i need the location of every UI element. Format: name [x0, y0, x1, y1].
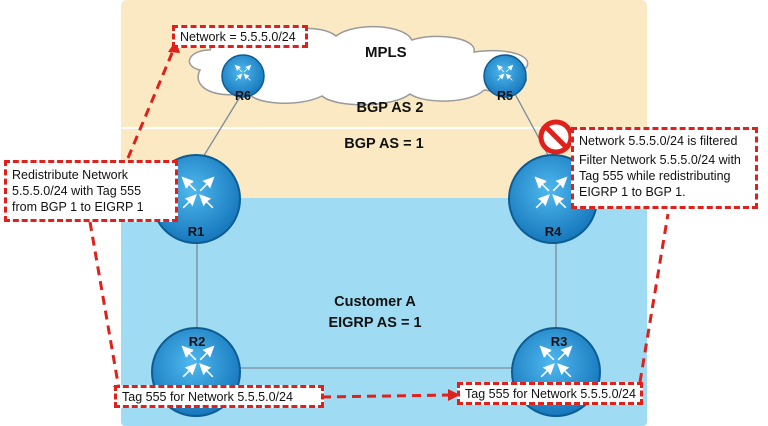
mpls-label: MPLS — [365, 44, 407, 61]
link-r6-r1 — [199, 91, 244, 163]
router-icon — [483, 54, 527, 98]
filter-line-2: Tag 555 while redistributing — [579, 169, 731, 183]
eigrp-as-label: EIGRP AS = 1 — [328, 315, 421, 331]
router-r5[interactable]: R5 — [483, 54, 527, 103]
flow-r2-to-r3 — [321, 393, 453, 399]
bgp-as1-label: BGP AS = 1 — [344, 136, 423, 152]
flow-lines — [88, 45, 670, 399]
router-r5-label: R5 — [497, 89, 513, 103]
router-icon — [221, 54, 265, 98]
filter-line-1: Filter Network 5.5.5.0/24 with — [579, 153, 741, 167]
redistribute-line-1: Redistribute Network — [12, 168, 129, 182]
customer-label: Customer A — [334, 294, 416, 310]
note-filter: Network 5.5.5.0/24 is filtered Filter Ne… — [571, 127, 758, 209]
router-r2-label: R2 — [189, 334, 206, 349]
arrowhead-right — [448, 389, 460, 401]
links — [196, 91, 557, 369]
flow-r3-to-filter — [638, 213, 670, 383]
bgp-as2-label: BGP AS 2 — [357, 100, 424, 116]
flow-network-to-redistribute — [126, 45, 177, 159]
router-r6-label: R6 — [235, 89, 251, 103]
filtered-line: Network 5.5.5.0/24 is filtered — [579, 134, 738, 148]
router-r6[interactable]: R6 — [221, 54, 265, 103]
blocked-icon — [538, 119, 574, 155]
flow-redistribute-to-r2 — [88, 221, 122, 396]
note-network: Network = 5.5.5.0/24 — [172, 25, 308, 48]
note-tag-r2: Tag 555 for Network 5.5.5.0/24 — [114, 385, 324, 408]
redistribute-line-3: from BGP 1 to EIGRP 1 — [12, 200, 144, 214]
note-tag-r3: Tag 555 for Network 5.5.5.0/24 — [457, 382, 643, 405]
router-r4-label: R4 — [545, 224, 562, 239]
note-redistribute: Redistribute Network 5.5.5.0/24 with Tag… — [4, 160, 178, 222]
router-r3-label: R3 — [551, 334, 568, 349]
redistribute-line-2: 5.5.5.0/24 with Tag 555 — [12, 184, 142, 198]
filter-line-3: EIGRP 1 to BGP 1. — [579, 185, 686, 199]
router-r1-label: R1 — [188, 224, 205, 239]
